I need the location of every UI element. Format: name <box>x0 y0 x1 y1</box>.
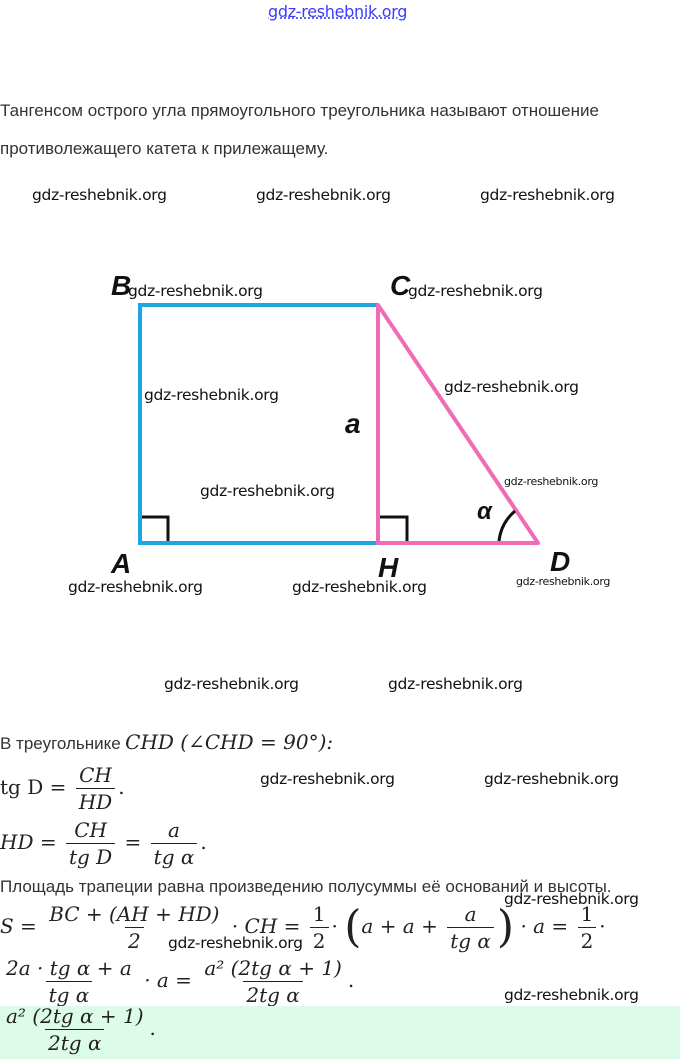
denominator: 2tg α <box>45 1029 105 1056</box>
denominator: tg α <box>447 927 494 954</box>
watermark: gdz-reshebnik.org <box>484 770 619 788</box>
denominator: tg α <box>45 981 93 1008</box>
area-statement: Площадь трапеции равна произведению полу… <box>0 877 612 896</box>
denominator: 2 <box>577 927 597 954</box>
numerator: 1 <box>580 902 594 926</box>
numerator: CH <box>79 763 112 787</box>
vertex-label-a: A <box>111 548 132 579</box>
triangle-chd <box>376 303 540 545</box>
math: ( <box>344 901 362 953</box>
watermark: gdz-reshebnik.org <box>260 770 395 788</box>
watermark: gdz-reshebnik.org <box>504 986 639 1004</box>
numerator: 2a · tg α + a <box>6 956 132 980</box>
watermark: gdz-reshebnik.org <box>128 282 263 300</box>
math: · <box>599 914 606 938</box>
math: = <box>124 830 142 854</box>
side-label-a: a <box>345 408 361 439</box>
trapezoid-diagram <box>138 303 540 545</box>
math: HD = <box>0 830 57 854</box>
numerator: a² (2tg α + 1) <box>6 1004 144 1028</box>
math: a + a + <box>361 914 438 938</box>
fraction: a² (2tg α + 1)2tg α <box>201 955 345 1008</box>
right-angle-mark-a <box>142 515 170 541</box>
watermark: gdz-reshebnik.org <box>68 578 203 596</box>
math: CHD (∠CHD = 90°): <box>125 730 334 754</box>
intro-line-2: противолежащего катета к прилежащему. <box>0 139 329 158</box>
watermark: gdz-reshebnik.org <box>256 186 391 204</box>
denominator: 2 <box>309 927 329 954</box>
watermark: gdz-reshebnik.org <box>144 386 279 404</box>
fraction: BC + (AH + HD)2 <box>46 901 222 954</box>
denominator: 2tg α <box>243 981 303 1008</box>
angle-arc-d <box>497 509 516 542</box>
watermark: gdz-reshebnik.org <box>164 675 299 693</box>
watermark-link[interactable]: gdz-reshebnik.org <box>268 2 408 21</box>
numerator: a² (2tg α + 1) <box>204 956 342 980</box>
vertex-label-c: C <box>390 270 411 301</box>
numerator: a <box>464 902 477 926</box>
math: . <box>149 1016 156 1040</box>
math: S = <box>0 914 37 938</box>
numerator: a <box>168 818 180 842</box>
answer-box <box>0 1006 680 1059</box>
watermark: gdz-reshebnik.org <box>516 575 611 588</box>
rectangle-abch <box>138 303 378 545</box>
vertex-label-d: D <box>550 546 571 577</box>
angle-label-alpha: α <box>477 498 492 525</box>
watermark: gdz-reshebnik.org <box>292 578 427 596</box>
watermark: gdz-reshebnik.org <box>200 482 335 500</box>
watermark: gdz-reshebnik.org <box>32 186 167 204</box>
watermark: gdz-reshebnik.org <box>504 475 599 488</box>
math: tg D = <box>0 775 67 799</box>
watermark: gdz-reshebnik.org <box>408 282 543 300</box>
solution-line-1: В треугольнике CHD (∠CHD = 90°): <box>0 730 333 754</box>
intro-line-1: Тангенсом острого угла прямоугольного тр… <box>0 101 599 120</box>
denominator: tg D <box>65 843 116 870</box>
vertex-label-b: B <box>111 270 132 301</box>
text: В треугольнике <box>0 734 121 753</box>
answer-formula: a² (2tg α + 1)2tg α. <box>0 1003 156 1056</box>
numerator: 1 <box>312 902 326 926</box>
math: · a = <box>520 914 569 938</box>
watermark: gdz-reshebnik.org <box>444 378 579 396</box>
watermark: gdz-reshebnik.org <box>168 934 303 952</box>
numerator: CH <box>74 818 107 842</box>
denominator: tg α <box>150 843 198 870</box>
math: · CH = <box>231 914 301 938</box>
math: . <box>118 775 125 799</box>
math: . <box>347 968 355 992</box>
watermark: gdz-reshebnik.org <box>504 890 639 908</box>
vertex-label-h: H <box>378 552 399 583</box>
numerator: BC + (AH + HD) <box>49 902 220 926</box>
right-angle-mark-h <box>380 515 409 541</box>
fraction: a² (2tg α + 1)2tg α <box>3 1003 147 1056</box>
math: . <box>200 830 207 854</box>
math: · a = <box>144 968 192 992</box>
denominator: HD <box>75 788 116 815</box>
watermark: gdz-reshebnik.org <box>480 186 615 204</box>
watermark: gdz-reshebnik.org <box>388 675 523 693</box>
math: ) <box>496 901 515 953</box>
denominator: 2 <box>124 927 144 954</box>
